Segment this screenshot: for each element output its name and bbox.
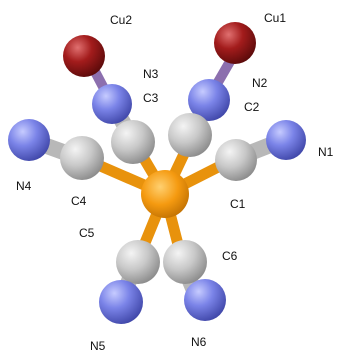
label-c6: C6 [222,249,238,263]
atom-n5 [99,280,143,324]
atom-c1 [215,139,257,181]
label-cu2: Cu2 [110,13,132,27]
label-cu1: Cu1 [264,11,286,25]
label-c2: C2 [244,100,260,114]
atom-n1 [266,120,306,160]
atom-n4 [8,119,50,161]
atom-cu2 [63,35,105,77]
label-c4: C4 [71,194,87,208]
atom-n2 [188,79,230,121]
atom-c3 [111,120,155,164]
atom-c2 [168,113,212,157]
label-c3: C3 [143,91,159,105]
label-n6: N6 [191,335,207,349]
label-n5: N5 [90,339,106,353]
atom-metal-center [141,170,189,218]
label-c1: C1 [230,197,246,211]
atom-n6 [184,279,226,321]
label-n1: N1 [318,145,334,159]
atom-cu1 [214,22,256,64]
atom-c5 [116,240,160,284]
atom-c4 [60,136,104,180]
atom-n3 [92,84,132,124]
label-n3: N3 [143,67,159,81]
label-c5: C5 [79,226,95,240]
label-n4: N4 [16,179,32,193]
label-n2: N2 [252,76,268,90]
atom-c6 [163,240,207,284]
